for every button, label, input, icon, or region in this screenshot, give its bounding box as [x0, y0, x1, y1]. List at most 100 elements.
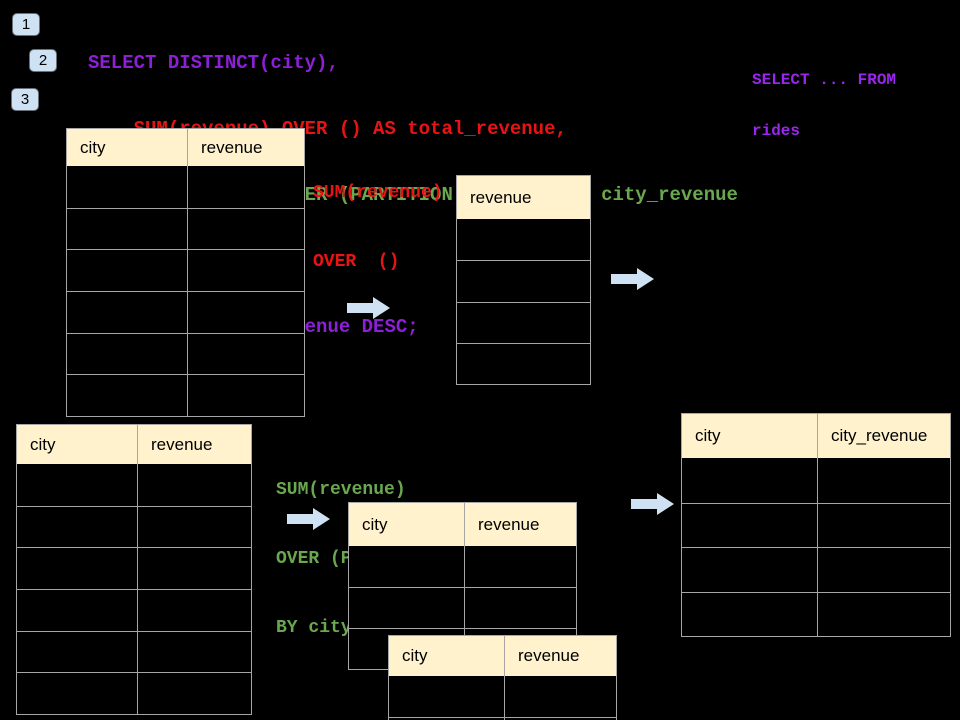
table-empty-cell [137, 464, 251, 506]
table-empty-cell [187, 166, 304, 208]
table-empty-cell [17, 632, 137, 673]
table-empty-cell [67, 166, 187, 208]
column-header-city: city [30, 434, 56, 454]
table-empty-row [389, 717, 616, 720]
table-empty-row [67, 374, 304, 416]
table-empty-cell [67, 334, 187, 375]
sql-line-select: SELECT DISTINCT(city), [88, 52, 339, 74]
column-header-city: city [402, 646, 428, 665]
table-source-top: city revenue [66, 128, 305, 417]
step-badge-1: 1 [12, 13, 40, 36]
table-total-result: revenue [456, 175, 591, 386]
table-city-result: city city_revenue [681, 413, 951, 637]
table-empty-cell [17, 590, 137, 631]
table-header-row: city revenue [349, 503, 576, 546]
table-empty-row [17, 464, 251, 506]
table-empty-cell [187, 375, 304, 416]
table-empty-cell [682, 504, 817, 548]
table-empty-cell [349, 588, 464, 628]
annotation-line: SUM(revenue) [313, 183, 443, 203]
table-empty-row [67, 166, 304, 208]
table-empty-cell [464, 588, 576, 628]
side-note-line-2: rides [752, 122, 801, 140]
table-empty-row [17, 630, 251, 673]
table-empty-row [349, 587, 576, 628]
table-empty-row [67, 249, 304, 291]
column-header-revenue: revenue [504, 636, 616, 676]
table-body [457, 219, 590, 384]
table-header-row: city revenue [67, 129, 304, 166]
table-empty-cell [187, 250, 304, 291]
table-empty-cell [682, 593, 817, 637]
table-empty-cell [187, 333, 304, 375]
table-header-row: revenue [457, 176, 590, 219]
table-empty-cell [817, 458, 950, 503]
table-body [67, 166, 304, 416]
table-empty-row [389, 676, 616, 717]
table-empty-cell [67, 209, 187, 250]
table-empty-cell [389, 676, 504, 717]
table-empty-cell [137, 631, 251, 673]
table-empty-row [349, 546, 576, 587]
table-empty-cell [349, 546, 464, 587]
table-empty-cell [137, 589, 251, 631]
table-empty-cell [682, 548, 817, 592]
table-empty-row [17, 672, 251, 714]
table-header-row: city revenue [389, 636, 616, 676]
table-empty-cell [67, 250, 187, 291]
table-empty-cell [817, 548, 950, 592]
table-empty-cell [17, 464, 137, 506]
table-empty-cell [817, 592, 950, 636]
table-partition-overlay: city revenue [388, 635, 617, 720]
table-empty-cell [504, 676, 616, 717]
table-empty-row [67, 290, 304, 333]
table-empty-row [67, 207, 304, 250]
flow-arrow-city-result [631, 493, 674, 515]
table-body [682, 458, 950, 636]
table-empty-row [457, 301, 590, 343]
table-body [17, 464, 251, 714]
annotation-line: SUM(revenue) [276, 480, 406, 500]
column-header-city: city [362, 514, 388, 534]
table-empty-cell [464, 546, 576, 587]
column-header-city: city [695, 426, 721, 445]
side-note-select-from-rides: SELECT ... FROM rides [752, 38, 896, 174]
table-body [389, 676, 616, 720]
column-header-city: city [80, 137, 106, 157]
flow-arrow-total-result [611, 268, 654, 290]
table-empty-row [17, 588, 251, 631]
table-empty-row [682, 547, 950, 592]
table-empty-row [682, 502, 950, 548]
column-header-revenue: revenue [470, 187, 532, 207]
table-header-row: city city_revenue [682, 414, 950, 458]
column-header-revenue: revenue [464, 503, 576, 546]
table-empty-cell [682, 458, 817, 503]
table-empty-cell [17, 507, 137, 548]
table-empty-cell [457, 344, 590, 384]
table-empty-cell [187, 291, 304, 333]
column-header-revenue: revenue [137, 425, 251, 464]
table-empty-cell [457, 303, 590, 343]
table-empty-cell [187, 208, 304, 250]
side-note-line-1: SELECT ... FROM [752, 71, 897, 89]
table-empty-cell [137, 548, 251, 589]
table-empty-row [457, 219, 590, 260]
table-empty-row [682, 591, 950, 637]
annotation-line: OVER () [313, 252, 400, 272]
column-header-revenue: revenue [187, 129, 304, 166]
table-header-row: city revenue [17, 425, 251, 464]
annotation-window-total: SUM(revenue) OVER () [313, 136, 443, 320]
step-badge-3: 3 [11, 88, 39, 111]
table-empty-cell [817, 503, 950, 547]
step-badge-2: 2 [29, 49, 57, 72]
table-empty-cell [457, 219, 590, 260]
table-empty-cell [504, 718, 616, 720]
table-empty-row [682, 458, 950, 503]
table-empty-cell [67, 375, 187, 416]
table-empty-cell [17, 548, 137, 589]
flow-arrow-total-step [347, 297, 390, 319]
table-empty-row [457, 260, 590, 301]
column-header-city-revenue: city_revenue [817, 414, 950, 458]
table-empty-cell [17, 673, 137, 714]
